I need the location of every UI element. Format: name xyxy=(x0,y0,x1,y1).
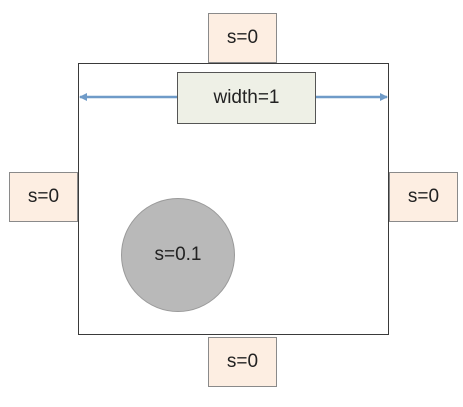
boundary-left: s=0 xyxy=(9,172,78,222)
boundary-top: s=0 xyxy=(208,13,277,63)
width-label: width=1 xyxy=(177,72,316,124)
boundary-right: s=0 xyxy=(389,172,458,222)
source-circle: s=0.1 xyxy=(121,198,235,312)
source-label: s=0.1 xyxy=(154,244,202,265)
boundary-bottom: s=0 xyxy=(208,337,277,387)
